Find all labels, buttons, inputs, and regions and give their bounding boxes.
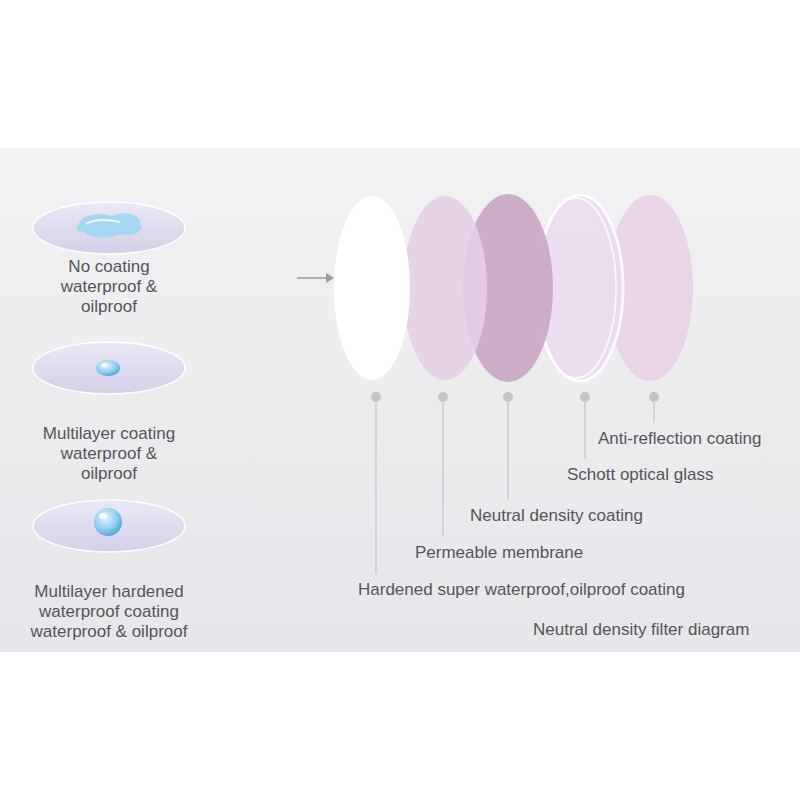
layer-label: Hardened super waterproof,oilproof coati…	[358, 580, 685, 600]
filter-layers	[334, 194, 693, 382]
caption: Neutral density filter diagram	[533, 620, 749, 640]
arrow-symbol	[297, 273, 334, 283]
layer-label: Neutral density coating	[470, 506, 643, 526]
coating-label: Multilayer hardened waterproof coating w…	[17, 582, 202, 642]
coating-samples	[33, 202, 185, 552]
layer-label: Permeable membrane	[415, 543, 583, 563]
background-panel	[0, 148, 800, 652]
layer-label: Anti-reflection coating	[598, 429, 761, 449]
coating-label: Multilayer coating waterproof & oilproof	[37, 424, 182, 484]
layer-label: Schott optical glass	[567, 465, 713, 485]
coating-label: No coating waterproof & oilproof	[49, 257, 169, 317]
